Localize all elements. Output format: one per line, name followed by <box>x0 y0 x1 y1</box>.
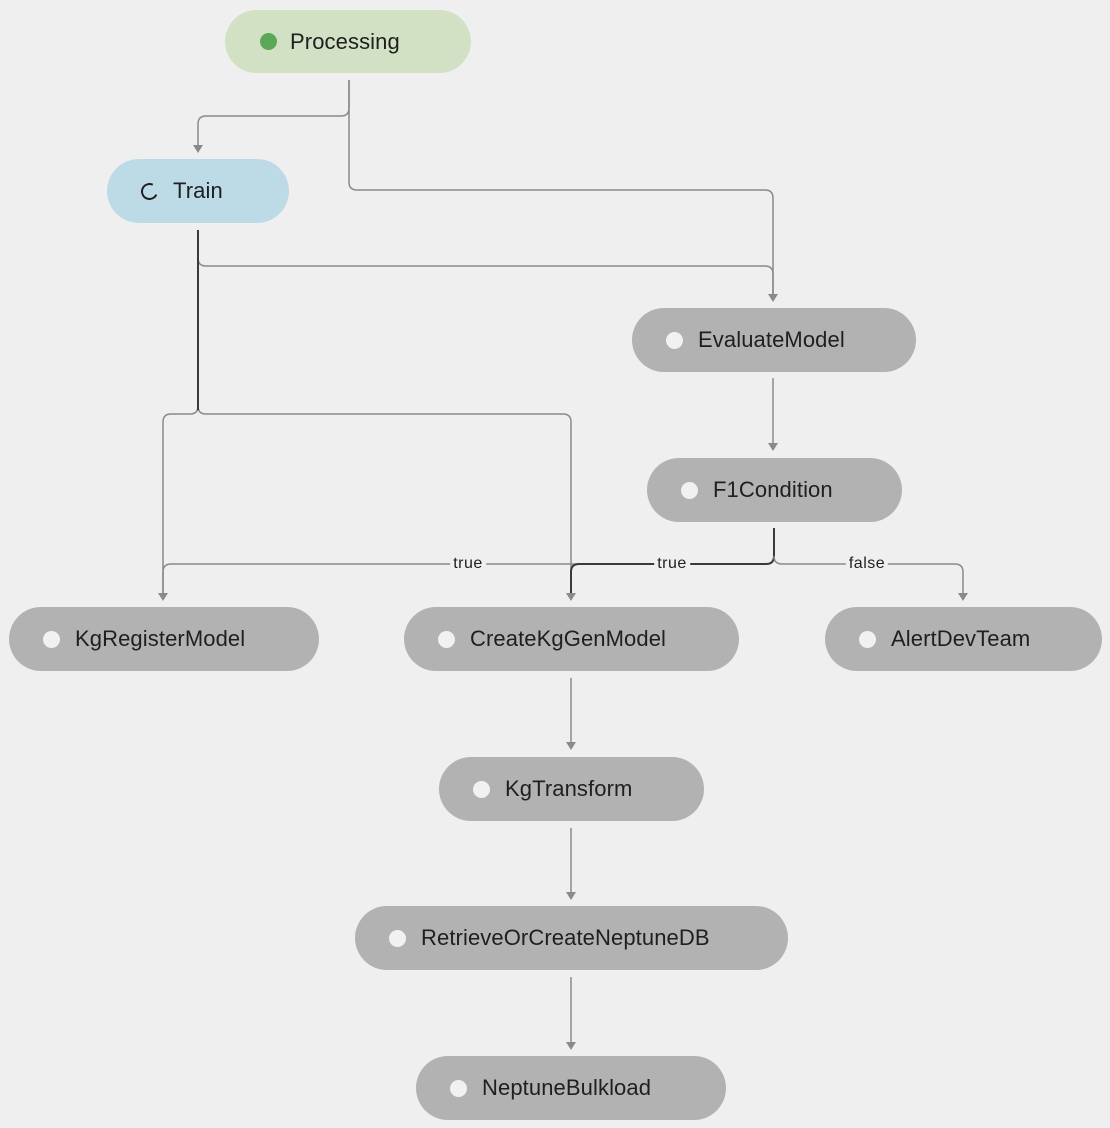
node-kg-register-model[interactable]: KgRegisterModel <box>9 607 319 671</box>
arrow-head-icon <box>158 593 168 601</box>
node-label: CreateKgGenModel <box>470 626 667 651</box>
node-label: Processing <box>290 28 400 54</box>
status-pending-icon <box>859 630 876 648</box>
status-pending-icon <box>438 630 455 648</box>
edge-processing-train <box>197 80 350 146</box>
arrow-head-icon <box>768 294 778 302</box>
node-train[interactable]: Train <box>107 159 289 223</box>
node-alert-dev-team[interactable]: AlertDevTeam <box>825 607 1102 671</box>
node-processing[interactable]: Processing <box>225 10 471 73</box>
arrow-head-icon <box>958 593 968 601</box>
node-label: AlertDevTeam <box>891 626 1031 651</box>
edge-label-true: true <box>450 555 486 573</box>
node-label: KgRegisterModel <box>75 626 246 651</box>
edge-train-evaluate <box>197 230 774 294</box>
node-label: F1Condition <box>713 477 833 502</box>
status-pending-icon <box>43 630 60 648</box>
arrow-head-icon <box>566 742 576 750</box>
status-pending-icon <box>473 780 490 798</box>
node-neptune-bulkload[interactable]: NeptuneBulkload <box>416 1056 726 1120</box>
node-kg-transform[interactable]: KgTransform <box>439 757 704 821</box>
edge-label-true: true <box>654 555 690 573</box>
node-retrieve-or-create-neptune-db[interactable]: RetrieveOrCreateNeptuneDB <box>355 906 788 970</box>
status-succeeded-icon <box>260 33 277 50</box>
status-pending-icon <box>389 929 406 947</box>
node-label: KgTransform <box>505 776 633 801</box>
node-label: NeptuneBulkload <box>482 1075 652 1100</box>
edge-f1-alert <box>773 555 964 594</box>
node-label: Train <box>173 178 223 203</box>
node-evaluate-model[interactable]: EvaluateModel <box>632 308 916 372</box>
arrow-head-icon <box>768 443 778 451</box>
node-label: RetrieveOrCreateNeptuneDB <box>421 925 710 950</box>
arrow-head-icon <box>193 145 203 153</box>
node-f1-condition[interactable]: F1Condition <box>647 458 902 522</box>
arrow-head-icon <box>566 1042 576 1050</box>
edge-processing-evaluate <box>348 80 774 294</box>
arrow-head-icon <box>566 892 576 900</box>
status-pending-icon <box>681 481 698 499</box>
edge-train-register <box>162 230 199 594</box>
status-pending-icon <box>450 1079 467 1097</box>
edge-train-create <box>197 405 572 594</box>
node-label: EvaluateModel <box>698 327 845 352</box>
arrow-head-icon <box>566 593 576 601</box>
status-pending-icon <box>666 331 683 349</box>
edge-label-false: false <box>845 555 889 573</box>
loading-spinner-icon <box>138 180 161 202</box>
node-create-kg-gen-model[interactable]: CreateKgGenModel <box>404 607 739 671</box>
